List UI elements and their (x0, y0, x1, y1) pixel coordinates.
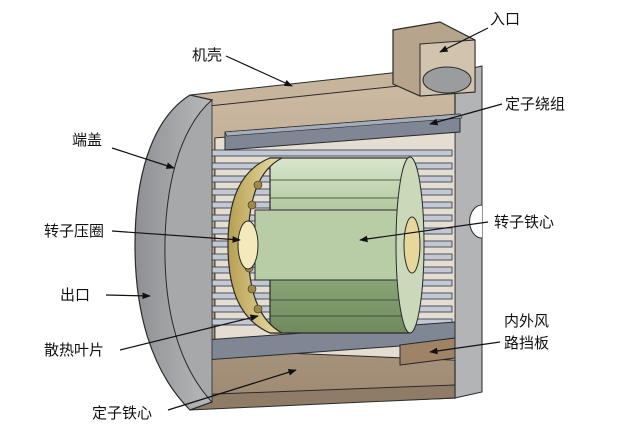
leader-outlet (105, 292, 151, 300)
label-stator-core: 定子铁心 (92, 404, 153, 422)
stator-winding-top-face (224, 113, 463, 137)
label-air-baffle-line2: 路挡板 (504, 334, 550, 352)
leader-rotor-press-ring (111, 230, 241, 243)
label-fins: 散热叶片 (44, 341, 105, 359)
label-housing: 机壳 (192, 46, 223, 64)
leader-housing (225, 55, 293, 87)
press-ring-bore (237, 220, 259, 270)
leader-rotor-core (359, 221, 489, 243)
inlet-opening (422, 66, 472, 94)
leader-end-cover (111, 147, 175, 169)
leader-stator-core (167, 369, 297, 411)
leader-fins (119, 314, 259, 351)
air-baffle (399, 337, 456, 366)
rotor-core-ribs (270, 179, 410, 317)
leader-stator-winding (429, 103, 503, 126)
rotor-right-bore (403, 216, 421, 274)
label-rotor-press-ring: 转子压圈 (44, 222, 105, 240)
label-air-baffle-line1: 内外风 (504, 312, 550, 330)
label-rotor-core: 转子铁心 (494, 213, 555, 231)
leader-inlet (439, 27, 489, 53)
label-stator-winding: 定子绕组 (505, 95, 566, 113)
end-cover-inner (164, 99, 213, 404)
leader-air-baffle (429, 341, 501, 355)
label-inlet: 入口 (490, 10, 521, 28)
label-end-cover: 端盖 (72, 131, 103, 149)
rear-shaft-notch (469, 204, 483, 239)
label-outlet: 出口 (60, 286, 91, 304)
rotor-shaft (254, 209, 416, 281)
